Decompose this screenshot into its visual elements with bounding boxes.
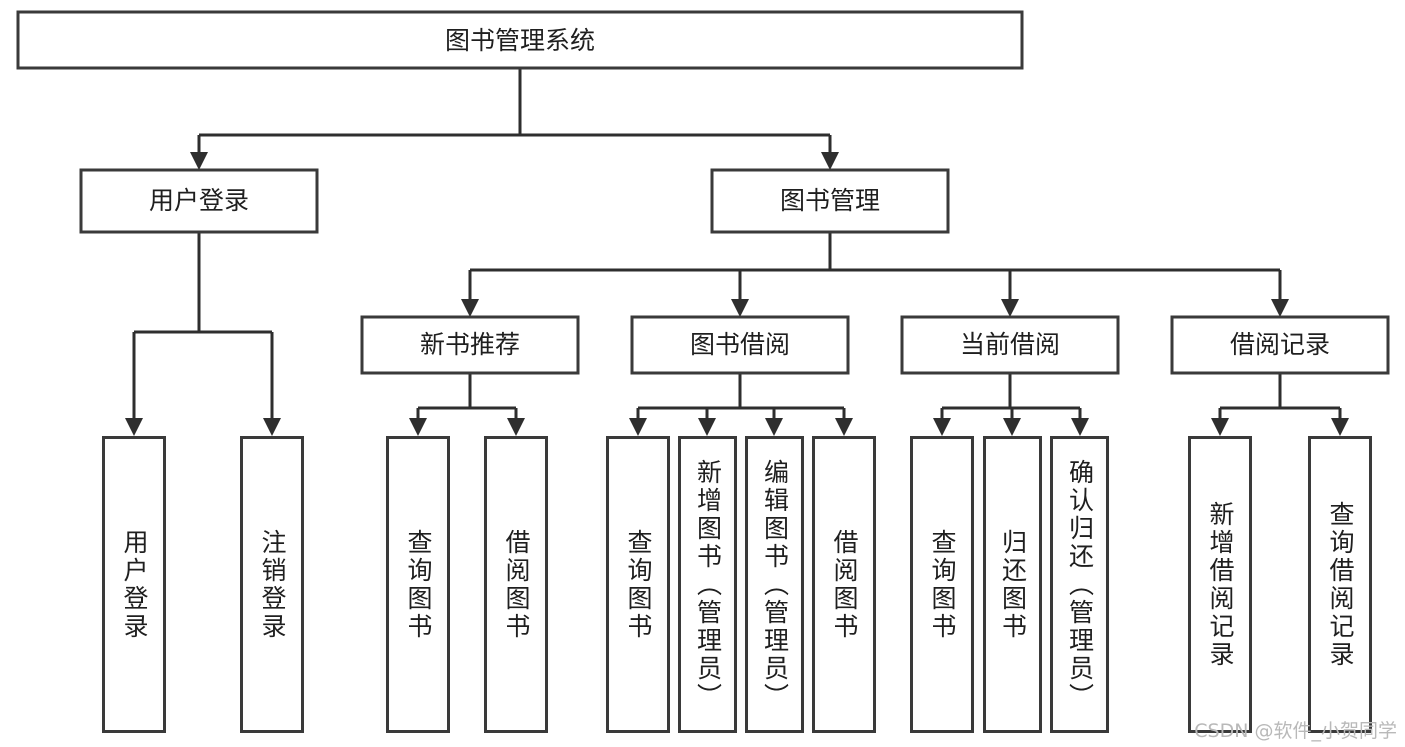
leaf-label: 借阅图书: [830, 528, 859, 641]
node-user-login-label: 用户登录: [149, 186, 249, 215]
leaf-node-query-book-new[interactable]: 查询图书: [386, 436, 450, 733]
node-new-book-recommend-label: 新书推荐: [420, 330, 520, 359]
leaf-label: 新增借阅记录: [1206, 500, 1235, 669]
leaf-label: 归还图书: [998, 528, 1028, 641]
leaf-node-return-book[interactable]: 归还图书: [983, 436, 1042, 733]
leaf-label: 查询图书: [928, 528, 957, 641]
leaf-label: 查询图书: [624, 528, 653, 641]
node-root[interactable]: 图书管理系统: [16, 10, 1024, 70]
node-new-book-recommend[interactable]: 新书推荐: [360, 315, 580, 375]
leaf-label: 编辑图书（管理员）: [760, 458, 790, 711]
node-book-borrow[interactable]: 图书借阅: [630, 315, 850, 375]
node-book-management[interactable]: 图书管理: [710, 168, 950, 234]
connector-newbook-to-leaves: [409, 373, 525, 436]
node-user-login[interactable]: 用户登录: [79, 168, 319, 234]
node-book-borrow-label: 图书借阅: [690, 330, 790, 359]
leaf-node-edit-book-admin[interactable]: 编辑图书（管理员）: [745, 436, 804, 733]
node-current-borrow[interactable]: 当前借阅: [900, 315, 1120, 375]
leaf-node-logout[interactable]: 注销登录: [240, 436, 304, 733]
leaf-label: 注销登录: [258, 528, 287, 641]
connector-borrow-to-leaves: [629, 373, 853, 436]
leaf-node-borrow-book-new[interactable]: 借阅图书: [484, 436, 548, 733]
node-borrow-records[interactable]: 借阅记录: [1170, 315, 1390, 375]
leaf-label: 查询图书: [404, 528, 433, 641]
connector-records-to-leaves: [1211, 373, 1349, 436]
node-root-label: 图书管理系统: [445, 26, 595, 55]
connector-bookmgmt-to-level3: [461, 232, 1289, 317]
leaf-label: 新增图书（管理员）: [693, 458, 723, 711]
leaf-node-query-book-current[interactable]: 查询图书: [910, 436, 974, 733]
connector-current-to-leaves: [933, 373, 1089, 436]
leaf-node-user-login[interactable]: 用户登录: [102, 436, 166, 733]
node-current-borrow-label: 当前借阅: [960, 330, 1060, 359]
leaf-node-confirm-return-admin[interactable]: 确认归还（管理员）: [1050, 436, 1109, 733]
leaf-node-borrow-book[interactable]: 借阅图书: [812, 436, 876, 733]
node-borrow-records-label: 借阅记录: [1230, 330, 1330, 359]
leaf-label: 借阅图书: [502, 528, 531, 641]
leaf-node-query-book-borrow[interactable]: 查询图书: [606, 436, 670, 733]
leaf-node-query-borrow-record[interactable]: 查询借阅记录: [1308, 436, 1372, 733]
leaf-node-add-book-admin[interactable]: 新增图书（管理员）: [678, 436, 737, 733]
connector-userlogin-to-leaves: [125, 232, 281, 436]
leaf-label: 查询借阅记录: [1326, 500, 1355, 669]
connector-root-to-level2: [190, 68, 839, 170]
leaf-label: 用户登录: [120, 528, 149, 641]
leaf-label: 确认归还（管理员）: [1065, 458, 1095, 711]
node-book-management-label: 图书管理: [780, 186, 880, 215]
leaf-node-add-borrow-record[interactable]: 新增借阅记录: [1188, 436, 1252, 733]
